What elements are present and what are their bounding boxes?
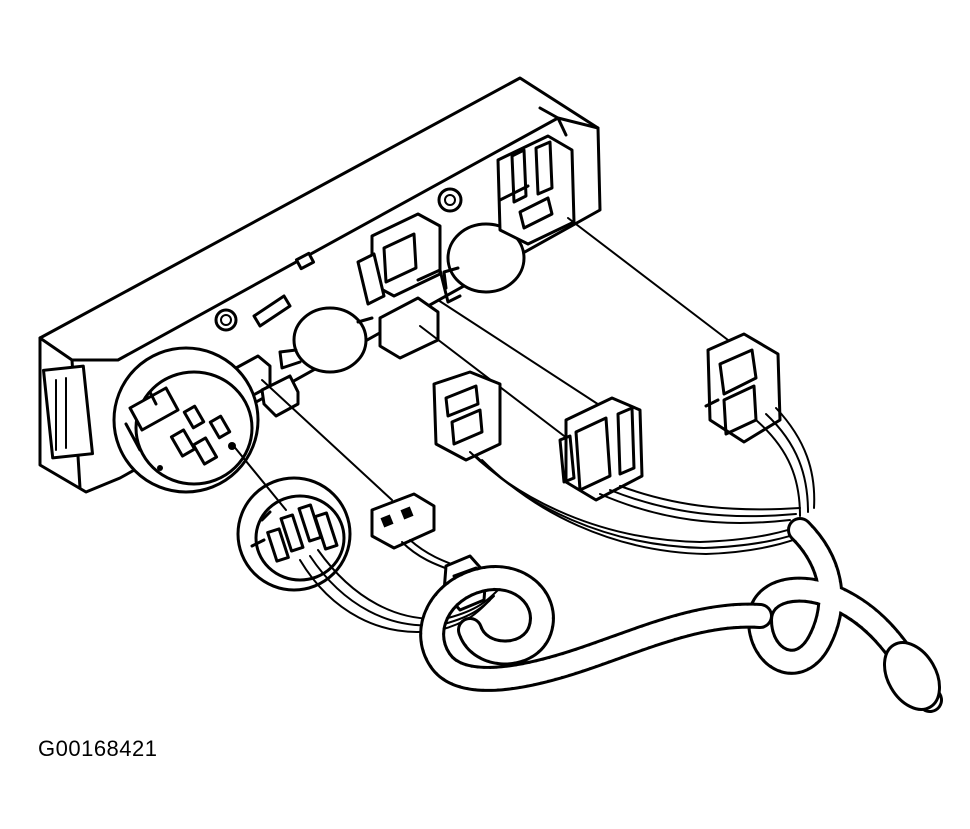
panel-clip	[252, 294, 292, 328]
harness-connector-upper-right	[704, 332, 782, 444]
corrugated-conduit	[419, 517, 943, 713]
harness-connector-center-left	[432, 370, 502, 462]
blower-switch-harness-plug	[236, 476, 352, 592]
blower-switch	[112, 346, 260, 494]
panel-slot	[294, 251, 316, 271]
harness-connector-small	[370, 492, 436, 550]
harness-connector-center-right	[558, 396, 644, 502]
panel-connector-center	[356, 212, 462, 360]
bulb-socket-right	[442, 222, 526, 294]
panel-screw-right	[437, 187, 463, 213]
panel-connector-upper	[496, 134, 576, 246]
figure-id-label: G00168421	[38, 736, 158, 761]
bulb-socket-left	[278, 306, 374, 374]
panel-screw-left	[214, 308, 238, 332]
